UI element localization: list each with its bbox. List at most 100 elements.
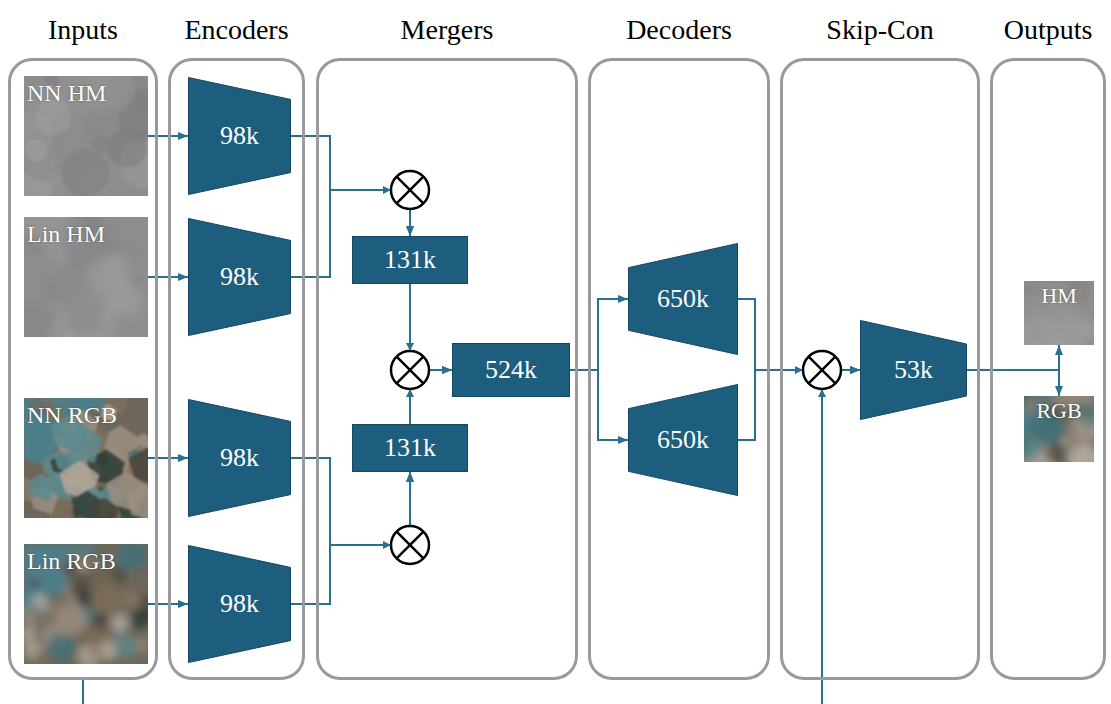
- heightmap-image: Lin HM: [24, 217, 148, 337]
- column-heading: Mergers: [319, 13, 575, 47]
- stage-panel: Skip-Con53k: [780, 58, 980, 680]
- encoder-shape: [189, 546, 291, 663]
- encoder-shape: [189, 400, 291, 517]
- column-heading: Inputs: [11, 13, 155, 47]
- parameter-count: 650k: [657, 426, 709, 455]
- arrowhead: [383, 186, 391, 194]
- output-label: HM: [1024, 281, 1094, 308]
- image-patch: [1045, 424, 1064, 443]
- parameter-count: 53k: [894, 356, 933, 385]
- parameter-count: 131k: [384, 434, 436, 463]
- merger-shape: [353, 425, 468, 472]
- input-label: NN RGB: [24, 398, 148, 428]
- image-patch: [138, 642, 148, 655]
- multiply-cross: [397, 177, 424, 204]
- stage-panel: Encoders98k98k98k98k: [168, 58, 305, 680]
- image-patch: [1046, 442, 1068, 462]
- image-patch: [62, 149, 110, 196]
- decoder-shape: [629, 244, 738, 355]
- drawing-part: [1024, 396, 1094, 462]
- rgb-image: NN RGB: [24, 398, 148, 518]
- multiply-circle: [391, 526, 429, 564]
- encoder-shape: [189, 78, 291, 195]
- multiply-symbol: [803, 351, 841, 389]
- multiply-cross: [397, 357, 424, 384]
- image-patch: [24, 627, 36, 644]
- multiply-cross: [809, 357, 836, 384]
- image-patch: [92, 612, 108, 628]
- image-patch: [1088, 406, 1094, 414]
- image-patch: [134, 257, 148, 279]
- encoder-block: 53k: [860, 320, 967, 420]
- encoder-block: 98k: [188, 218, 291, 336]
- multiply-symbol: [391, 351, 429, 389]
- stage-panel: InputsNN HMLin HMNN RGBLin RGB: [8, 58, 158, 680]
- image-patch: [33, 651, 52, 664]
- image-patch: [24, 587, 30, 596]
- image-patch: [24, 305, 51, 337]
- image-patch: [108, 283, 144, 319]
- input-label: NN HM: [24, 76, 148, 106]
- arrowhead: [406, 343, 414, 351]
- multiply-circle: [391, 171, 429, 209]
- multiply-symbol: [391, 171, 429, 209]
- image-patch: [93, 135, 110, 152]
- column-heading: Skip-Con: [783, 13, 977, 47]
- merger-block: 524k: [452, 343, 570, 397]
- arrowhead: [406, 389, 414, 397]
- merger-shape: [353, 237, 468, 284]
- encoder-block: 98k: [188, 399, 291, 517]
- image-patch: [26, 435, 49, 458]
- image-patch: [32, 593, 48, 609]
- drawing-part: [1024, 281, 1094, 345]
- parameter-count: 131k: [384, 246, 436, 275]
- image-patch: [1024, 439, 1042, 457]
- decoder-block: 650k: [628, 243, 738, 355]
- multiply-circle: [803, 351, 841, 389]
- image-patch: [57, 604, 89, 636]
- data-flow-arrow: [967, 345, 1059, 370]
- arrowhead: [795, 366, 803, 374]
- decoder-shape: [629, 385, 738, 496]
- column-heading: Encoders: [171, 13, 302, 47]
- parameter-count: 98k: [220, 263, 259, 292]
- input-label: Lin RGB: [24, 544, 148, 574]
- encoder-shape: [189, 219, 291, 336]
- image-patch: [1071, 446, 1094, 462]
- image-patch: [1078, 316, 1094, 339]
- data-flow-arrow: [570, 299, 628, 370]
- column-heading: Decoders: [591, 13, 767, 47]
- multiply-cross: [397, 177, 424, 204]
- column-heading: Outputs: [993, 13, 1103, 47]
- data-flow-arrow: [967, 370, 1059, 396]
- data-flow-arrow: [570, 370, 628, 440]
- image-patch: [107, 128, 146, 167]
- data-flow-arrow: [738, 370, 860, 440]
- image-patch: [63, 424, 102, 463]
- image-patch: [116, 544, 148, 571]
- drawing-part: [24, 544, 148, 664]
- image-patch: [114, 634, 138, 658]
- merger-block: 131k: [352, 424, 468, 472]
- image-patch: [1024, 281, 1043, 300]
- stage-panel: Decoders650k650k: [588, 58, 770, 680]
- multiply-cross: [397, 532, 424, 559]
- multiply-circle: [391, 351, 429, 389]
- drawing-part: [24, 76, 148, 196]
- image-patch: [83, 628, 103, 648]
- multiply-cross: [397, 357, 424, 384]
- multiply-cross: [397, 532, 424, 559]
- parameter-count: 524k: [485, 356, 537, 385]
- encoder-block: 98k: [188, 77, 291, 195]
- stage-panel: OutputsHMRGB: [990, 58, 1106, 680]
- image-patch: [111, 614, 130, 633]
- multiply-cross: [809, 357, 836, 384]
- input-label: Lin HM: [24, 217, 148, 247]
- encoder-block: 98k: [188, 545, 291, 663]
- parameter-count: 98k: [220, 590, 259, 619]
- multiply-symbol: [391, 526, 429, 564]
- image-patch: [27, 474, 55, 502]
- data-flow-arrow: [738, 299, 860, 370]
- merger-shape: [453, 344, 570, 397]
